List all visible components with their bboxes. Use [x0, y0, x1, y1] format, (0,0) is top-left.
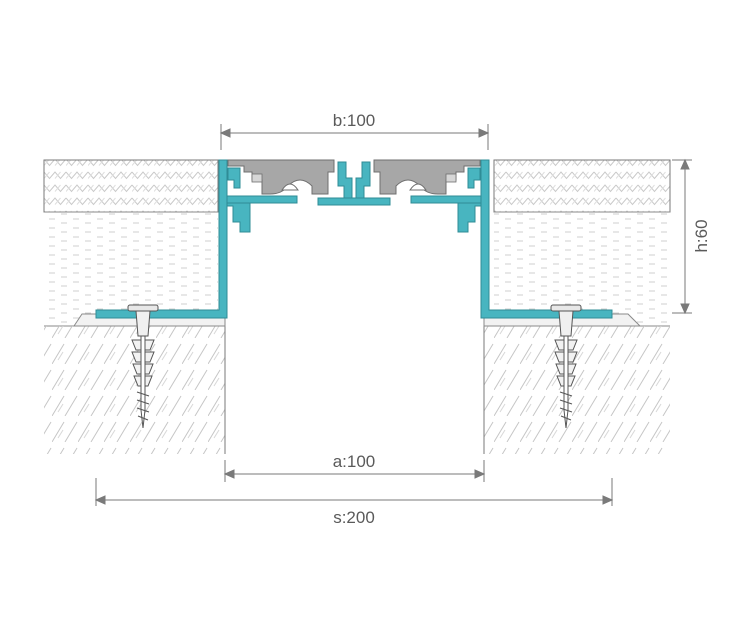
- right-concrete-slab: [484, 326, 670, 454]
- dimension-b: [219, 124, 490, 150]
- dimension-s-label: s:200: [333, 508, 375, 527]
- dimension-a-label: a:100: [333, 452, 376, 471]
- insert-left-segment: [227, 159, 335, 195]
- right-screed-layer: [494, 212, 670, 326]
- rubber-insert: [227, 159, 481, 195]
- insert-right-segment: [373, 159, 481, 195]
- dimension-b-label: b:100: [333, 111, 376, 130]
- right-floor-covering: [493, 159, 671, 213]
- dimension-h: [672, 158, 692, 315]
- dimension-a: [223, 460, 486, 482]
- left-anchor-screw: [127, 304, 159, 429]
- right-aluminium-profile: [480, 159, 613, 319]
- joint-profile: [95, 159, 613, 319]
- left-floor-covering: [43, 159, 219, 213]
- left-aluminium-profile: [95, 159, 228, 319]
- dimension-s: [94, 478, 614, 506]
- right-floor-buildup: [483, 159, 671, 454]
- dimension-h-label: h:60: [692, 219, 711, 252]
- right-anchor-screw: [550, 304, 582, 429]
- centre-connector: [317, 197, 391, 206]
